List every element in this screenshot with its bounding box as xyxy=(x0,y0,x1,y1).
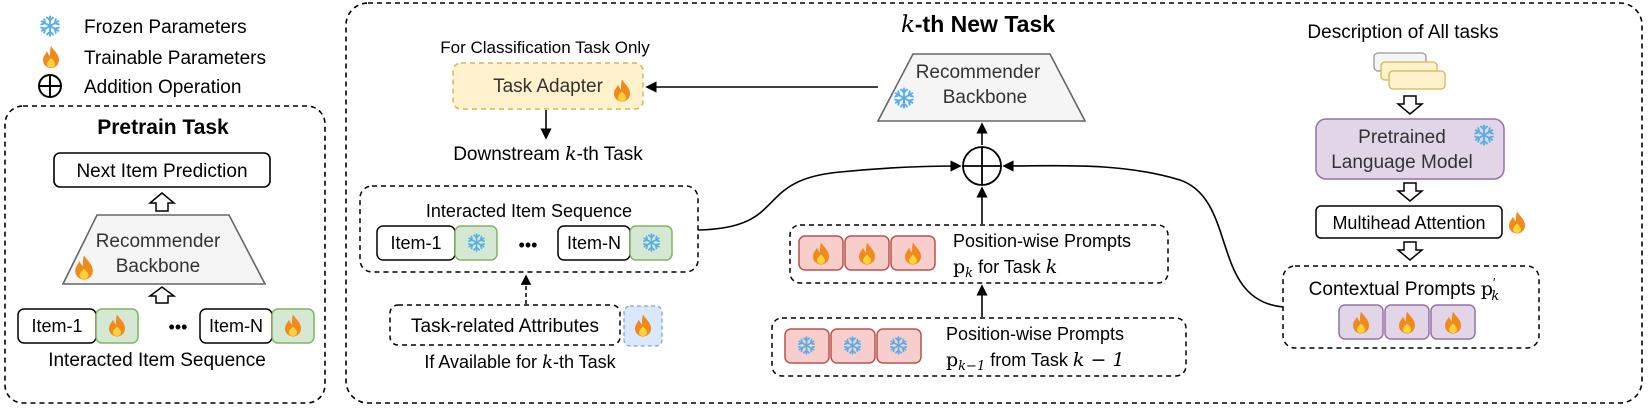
pretrain-backbone-line1: Recommender xyxy=(96,231,221,252)
legend-snowflake-icon xyxy=(40,15,60,37)
new-sequence-label: Interacted Item Sequence xyxy=(426,201,632,221)
pretrain-itemN-label: Item-N xyxy=(209,316,263,336)
prompts-k-line2: pk for Task k xyxy=(953,256,1057,281)
new-task-title: k-th New Task xyxy=(901,11,1055,38)
pretrain-arrow-up-1 xyxy=(147,192,177,212)
mha-to-contextual-arrow xyxy=(1395,241,1425,261)
mha-label: Multihead Attention xyxy=(1332,213,1485,233)
pretrain-title: Pretrain Task xyxy=(97,116,229,139)
plm-to-mha-arrow xyxy=(1395,182,1425,202)
task-attributes-box xyxy=(389,304,621,346)
contextual-to-add-curve xyxy=(1002,160,1284,308)
pretrain-backbone-line2: Backbone xyxy=(116,256,201,277)
mha-flame-icon xyxy=(1509,211,1525,234)
pretrain-ellipsis: ••• xyxy=(169,317,188,337)
plm-line1: Pretrained xyxy=(1358,127,1446,148)
legend-circled-plus-icon xyxy=(38,74,62,98)
pretrain-panel: Pretrain Task Next Item Prediction Recom… xyxy=(4,105,326,404)
new-item1-label: Item-1 xyxy=(390,233,441,253)
new-sequence-container xyxy=(359,185,699,273)
pretrain-sequence-label: Interacted Item Sequence xyxy=(48,350,266,371)
legend: Frozen Parameters Trainable Parameters A… xyxy=(38,15,266,98)
downstream-label: Downstream k-th Task xyxy=(453,143,643,165)
task-adapter-box xyxy=(452,62,644,110)
plm-box xyxy=(1315,118,1505,180)
prompts-k-line1: Position-wise Prompts xyxy=(953,231,1131,251)
new-backbone-shape xyxy=(876,53,1087,122)
pretrain-item1-label: Item-1 xyxy=(31,316,82,336)
classification-note: For Classification Task Only xyxy=(440,38,650,57)
legend-frozen-label: Frozen Parameters xyxy=(84,17,247,38)
task-adapter-label: Task Adapter xyxy=(493,76,604,97)
prompts-prev-line2: pk−1 from Task k − 1 xyxy=(946,349,1125,374)
if-available-label: If Available for k-th Task xyxy=(424,352,616,373)
next-item-prediction-label: Next Item Prediction xyxy=(76,161,247,182)
new-itemN-label: Item-N xyxy=(567,233,621,253)
new-backbone-line1: Recommender xyxy=(916,62,1041,83)
mha-box xyxy=(1315,205,1503,239)
task-attributes-label: Task-related Attributes xyxy=(411,316,599,337)
new-backbone-line2: Backbone xyxy=(943,87,1028,108)
new-ellipsis: ••• xyxy=(519,235,538,255)
contextual-prompts-label: Contextual Prompts p′k xyxy=(1309,275,1500,304)
prompts-prev-line1: Position-wise Prompts xyxy=(946,324,1124,344)
pretrain-arrow-up-2 xyxy=(147,286,177,304)
document-stack-icon xyxy=(1373,52,1446,90)
next-item-prediction-box xyxy=(53,152,271,188)
new-task-panel: k-th New Task For Classification Task On… xyxy=(345,2,1643,404)
legend-trainable-label: Trainable Parameters xyxy=(84,48,266,69)
description-label: Description of All tasks xyxy=(1307,22,1498,43)
legend-flame-icon xyxy=(43,46,59,68)
prompts-k-container xyxy=(789,224,1169,284)
legend-addition-label: Addition Operation xyxy=(84,77,241,98)
desc-to-plm-arrow xyxy=(1395,95,1425,115)
sequence-to-add-curve xyxy=(697,160,962,231)
addition-circled-plus-icon xyxy=(962,146,1002,186)
prompts-prev-container xyxy=(771,317,1187,377)
pretrain-backbone-shape xyxy=(61,214,267,285)
plm-line2: Language Model xyxy=(1331,152,1473,173)
